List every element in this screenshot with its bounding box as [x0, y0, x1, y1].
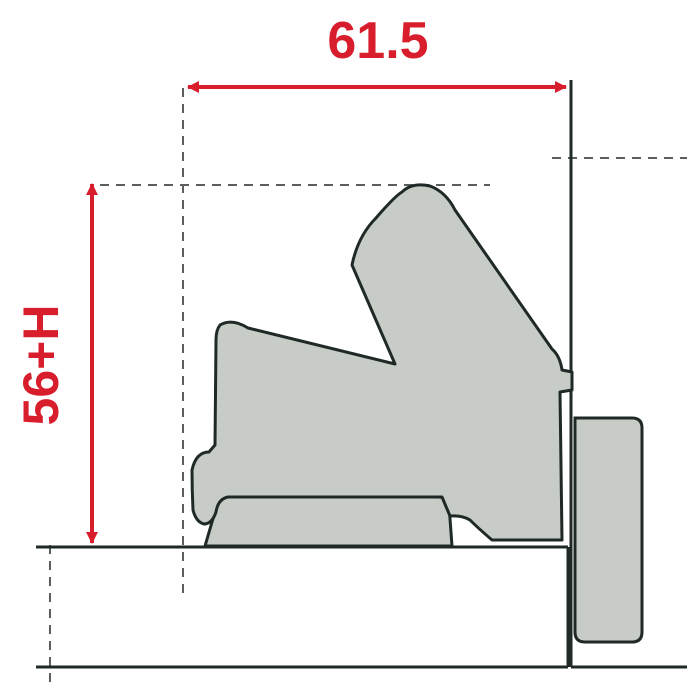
hinge-arm-body — [190, 183, 574, 542]
width-dimension-label: 61.5 — [327, 12, 428, 70]
dimension-lines — [86, 81, 567, 544]
hinge-cup — [573, 416, 644, 644]
mounting-plate — [202, 495, 454, 548]
height-dimension-label: 56+H — [13, 305, 69, 426]
